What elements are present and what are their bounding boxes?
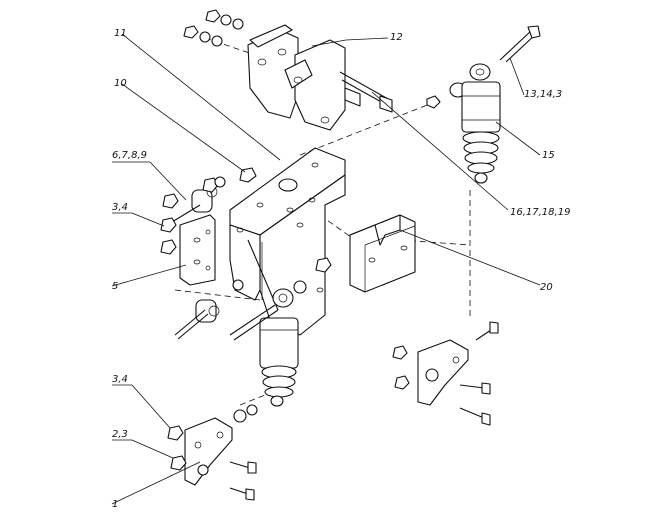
callout-5: 5 (112, 281, 118, 292)
callout-16-17-18-19: 16,17,18,19 (510, 207, 570, 218)
left-bracket-1 (167, 404, 258, 501)
leader-lines (111, 33, 541, 505)
top-bracket-12 (247, 24, 393, 131)
callout-12: 12 (390, 32, 403, 43)
lower-damper (229, 280, 307, 407)
callout-6-7-8-9: 6,7,8,9 (112, 150, 147, 161)
callout-13-14-3: 13,14,3 (524, 89, 562, 100)
callout-20: 20 (540, 282, 553, 293)
upper-damper-15 (426, 25, 541, 184)
callout-15: 15 (542, 150, 555, 161)
u-bracket-20 (349, 214, 416, 293)
callout-10: 10 (114, 78, 127, 89)
bushings (171, 186, 220, 340)
callout-3-4-bottom: 3,4 (112, 374, 128, 385)
callout-2-3: 2,3 (112, 429, 128, 440)
top-nuts-washers (183, 9, 244, 47)
right-bracket (392, 321, 499, 426)
callout-3-4-top: 3,4 (112, 202, 128, 213)
callout-11: 11 (114, 28, 127, 39)
plate-5 (179, 214, 216, 286)
callout-1: 1 (112, 499, 118, 510)
callout-labels: 11 10 12 13,14,3 15 16,17,18,19 20 6,7,8… (112, 28, 570, 510)
